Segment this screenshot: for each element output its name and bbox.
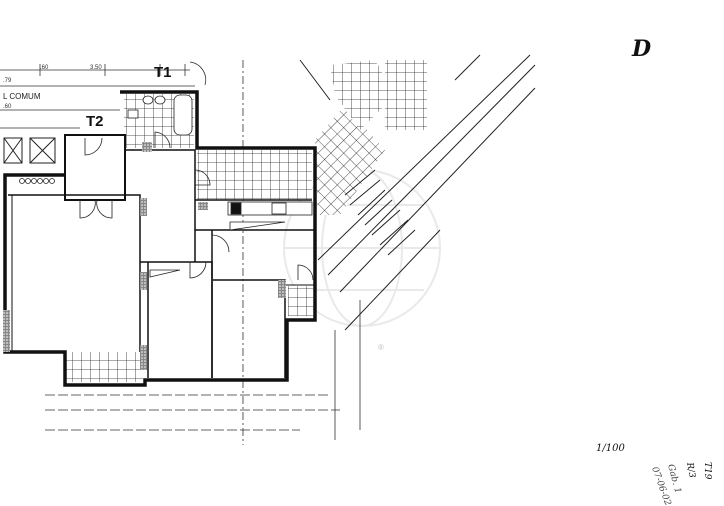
balcony-bedroom <box>288 286 313 316</box>
diagonal-railings <box>299 54 536 331</box>
kitchen-counter <box>227 201 313 231</box>
sheet-letter: D <box>631 36 651 62</box>
living-appliances <box>19 178 181 278</box>
handwritten-note: T19 R/3 Gab. 1 07-06-02 <box>649 461 712 506</box>
unit-label-t2: T2 <box>86 113 104 130</box>
neighbor-kitchen <box>330 60 395 130</box>
common-area-label: L COMUM <box>3 92 41 101</box>
door-swings <box>79 131 314 281</box>
kitchen-floor <box>197 150 312 200</box>
dimension-lines <box>0 60 361 445</box>
dimension-label: 3.50 <box>90 65 102 71</box>
hatched-columns <box>3 142 286 370</box>
walls <box>3 90 317 387</box>
dimension-label: .79 <box>3 78 12 84</box>
bath-fixtures <box>127 94 193 136</box>
balcony-living <box>65 352 143 382</box>
unit-label-t1: T1 <box>154 64 172 81</box>
svg-text:T19: T19 <box>702 462 712 480</box>
scale-label: 1/100 <box>596 443 625 454</box>
svg-text:R/3: R/3 <box>684 461 697 479</box>
neighbor-bath <box>385 60 427 130</box>
dimension-label: .60 <box>40 65 49 71</box>
terrace-diagonal <box>315 105 385 215</box>
dimension-label: .60 <box>3 104 12 110</box>
shaft-boxes <box>3 137 56 164</box>
watermark-mark: ® <box>378 343 384 352</box>
